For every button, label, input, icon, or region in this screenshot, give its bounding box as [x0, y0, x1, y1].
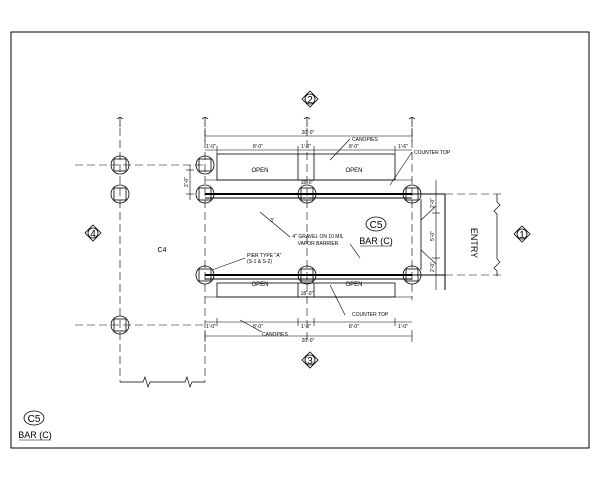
dim-top-seg: 1'-6": [398, 144, 408, 150]
open-label: OPEN: [345, 168, 362, 174]
pier: [402, 265, 422, 285]
dim-right-mid: 5'-0": [430, 231, 436, 241]
dim-mid-tick: 3': [270, 218, 274, 224]
title-tag: C5 BAR (C): [18, 410, 52, 441]
open-label: OPEN: [345, 282, 362, 288]
grid-bubble-label: 2: [307, 95, 313, 106]
dim-bottom-seg: 8'-0": [349, 324, 359, 330]
dim-bottom-seg: 8'-0": [253, 324, 263, 330]
counter-top-lower-label: COUNTER TOP: [352, 312, 389, 318]
counter-top-upper-label: COUNTER TOP: [414, 150, 451, 156]
canopies-bottom-label: CANOPIES: [262, 332, 289, 338]
canopies-top-label: CANOPIES: [352, 137, 379, 143]
dim-bottom-inner: 18'-0": [301, 291, 314, 297]
grid-bubble-4: 4: [84, 224, 102, 242]
open-label: OPEN: [251, 282, 268, 288]
gravel-note: 4" GRAVEL ON 10 MIL: [292, 234, 343, 240]
dim-left-side: 2'-0": [184, 177, 190, 187]
sheet-border: [10, 31, 590, 449]
pier: [402, 184, 422, 204]
room-tag-number: C5: [370, 220, 383, 231]
grid-bubble-label: 4: [90, 229, 96, 240]
pier: [297, 265, 317, 285]
title-name: BAR (C): [18, 430, 52, 440]
pier: [110, 315, 130, 335]
pier-note: (S-1 & S-2): [247, 259, 272, 265]
pier: [110, 155, 130, 175]
grid-bubble-label: 1: [519, 230, 525, 241]
pier: [195, 155, 215, 175]
open-label: OPEN: [251, 168, 268, 174]
dim-bottom-seg: 1'-0": [301, 324, 311, 330]
dim-top-seg: 1'-0": [206, 144, 216, 150]
pier: [297, 184, 317, 204]
plan-labels: CANOPIES COUNTER TOP OPEN OPEN OPEN OPEN…: [158, 137, 479, 338]
centerlines: [75, 128, 505, 382]
c4-tag: C4: [158, 247, 167, 254]
gravel-note: VAPOR BARRIER: [298, 241, 339, 247]
dim-right-upper: 2'-0": [430, 198, 436, 208]
pier: [110, 184, 130, 204]
pier: [195, 184, 215, 204]
gridline-markers: [116, 117, 416, 127]
grid-bubble-label: 3: [307, 356, 313, 367]
break-lines: [120, 194, 501, 389]
dim-bottom-seg: 1'-0": [398, 324, 408, 330]
dim-top-seg: 8'-0": [253, 144, 263, 150]
structure-outline: [205, 153, 446, 298]
room-tag: C5 BAR (C): [359, 216, 393, 247]
pier-note: PIER TYPE "A": [247, 253, 282, 259]
dim-top-inner: 18'-0": [301, 180, 314, 186]
leader-lines: [211, 138, 413, 333]
grid-bubble-1: 1: [513, 225, 531, 243]
dim-top-seg: 1'-0": [301, 144, 311, 150]
dim-top-seg: 8'-0": [349, 144, 359, 150]
entry-label: ENTRY: [469, 228, 479, 258]
dim-overall-top: 20'-0": [302, 130, 315, 136]
dimension-text: 20'-0" 1'-0" 8'-0" 1'-0" 8'-0" 1'-6" 18'…: [184, 130, 436, 344]
dim-overall-bottom: 20'-0": [302, 338, 315, 344]
grid-bubble-2: 2: [301, 90, 319, 108]
piers: [110, 155, 422, 335]
room-name: BAR (C): [359, 236, 393, 246]
pier: [195, 265, 215, 285]
dim-bottom-seg: 1'-0": [206, 324, 216, 330]
grid-bubble-3: 3: [301, 351, 319, 369]
dim-right-lower: 2'-0": [430, 262, 436, 272]
title-tag-number: C5: [28, 414, 41, 425]
